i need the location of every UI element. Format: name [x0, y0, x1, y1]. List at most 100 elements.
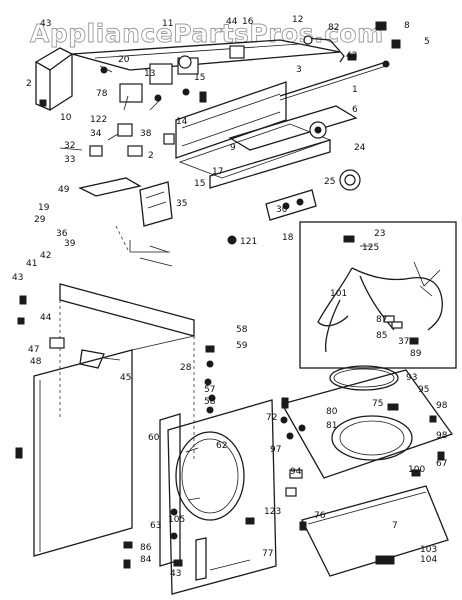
part-label: 58 — [204, 397, 216, 407]
part-label: 105 — [168, 515, 185, 525]
part-label: 72 — [266, 413, 277, 423]
part-label: 43 — [12, 273, 23, 283]
part-label: 86 — [140, 543, 152, 553]
part-label: 103 — [420, 545, 437, 555]
part-label: 10 — [60, 113, 72, 123]
part-label: 97 — [270, 445, 281, 455]
part-label: 60 — [148, 433, 160, 443]
part-label: 67 — [436, 459, 447, 469]
part-label: 39 — [64, 239, 76, 249]
gasket-ring — [329, 365, 399, 391]
part-label: 9 — [230, 143, 236, 153]
part-label: 28 — [180, 363, 192, 373]
part-label: 43 — [346, 51, 357, 61]
watermark: AppliancePartsPros.com — [30, 19, 384, 48]
part-label: 48 — [30, 357, 42, 367]
part-label: 81 — [326, 421, 337, 431]
part-label: 2 — [148, 151, 154, 161]
part-label: 121 — [240, 237, 257, 247]
part-label: 49 — [58, 185, 70, 195]
part-label: 19 — [38, 203, 50, 213]
part-label: 98 — [436, 431, 448, 441]
part-label: 30 — [276, 205, 288, 215]
part-label: 45 — [120, 373, 131, 383]
control-console-group — [34, 21, 401, 267]
part-label: 78 — [96, 89, 108, 99]
part-label: 47 — [28, 345, 39, 355]
timer-part — [119, 83, 143, 103]
part-label: 94 — [290, 467, 302, 477]
part-label: 15 — [194, 73, 205, 83]
part-label: 123 — [264, 507, 281, 517]
part-label: 37 — [398, 337, 409, 347]
part-label: 16 — [242, 17, 254, 27]
part-label: 62 — [216, 441, 227, 451]
part-label: 100 — [408, 465, 425, 475]
front-panel — [167, 399, 277, 595]
part-label: 80 — [326, 407, 338, 417]
part-label: 8 — [404, 21, 410, 31]
part-label: 36 — [56, 229, 68, 239]
part-label: 17 — [212, 167, 223, 177]
part-label: 125 — [362, 243, 379, 253]
part-labels: 43 11 44 16 12 82 8 5 2 20 13 43 3 15 78… — [12, 15, 448, 579]
part-label: 122 — [90, 115, 107, 125]
door-opening — [175, 431, 245, 521]
part-label: 25 — [324, 177, 335, 187]
part-label: 35 — [176, 199, 187, 209]
part-label: 58 — [236, 325, 248, 335]
part-label: 82 — [328, 23, 339, 33]
part-label: 85 — [376, 331, 387, 341]
part-label: 32 — [64, 141, 75, 151]
console-panel — [175, 81, 287, 159]
part-label: 11 — [162, 19, 173, 29]
part-label: 43 — [170, 569, 181, 579]
part-label: 42 — [40, 251, 51, 261]
part-label: 15 — [194, 179, 205, 189]
part-label: 33 — [64, 155, 75, 165]
part-label: 14 — [176, 117, 188, 127]
part-label: 12 — [292, 15, 303, 25]
nut-icon — [227, 235, 237, 245]
lid-opening — [331, 415, 413, 461]
part-label: 76 — [314, 511, 326, 521]
part-label: 29 — [34, 215, 46, 225]
cabinet-group — [15, 283, 454, 595]
part-label: 59 — [236, 341, 248, 351]
part-label: 95 — [418, 385, 429, 395]
screw-icon — [39, 99, 47, 107]
part-label: 89 — [410, 349, 422, 359]
part-label: 101 — [330, 289, 347, 299]
part-label: 13 — [144, 69, 155, 79]
part-label: 20 — [118, 55, 130, 65]
part-label: 44 — [40, 313, 52, 323]
part-label: 18 — [282, 233, 294, 243]
part-label: 84 — [140, 555, 152, 565]
part-label: 104 — [420, 555, 437, 565]
part-label: 34 — [90, 129, 102, 139]
lid-panel — [301, 485, 449, 577]
side-panel — [33, 349, 133, 557]
part-label: 63 — [150, 521, 161, 531]
part-label: 87 — [376, 315, 387, 325]
part-label: 43 — [40, 19, 51, 29]
part-label: 5 — [424, 37, 430, 47]
part-label: 3 — [296, 65, 302, 75]
top-panel — [281, 369, 454, 479]
part-label: 24 — [354, 143, 366, 153]
part-label: 75 — [372, 399, 383, 409]
wiring-harness-inset — [299, 221, 457, 369]
part-label: 6 — [352, 105, 358, 115]
part-label: 44 — [226, 17, 238, 27]
part-label: 93 — [406, 373, 417, 383]
part-label: 38 — [140, 129, 152, 139]
part-label: 7 — [392, 521, 398, 531]
part-label: 23 — [374, 229, 385, 239]
part-label: 41 — [26, 259, 37, 269]
part-label: 57 — [204, 385, 215, 395]
part-label: 77 — [262, 549, 273, 559]
part-label: 1 — [352, 85, 358, 95]
part-label: 2 — [26, 79, 32, 89]
part-label: 98 — [436, 401, 448, 411]
